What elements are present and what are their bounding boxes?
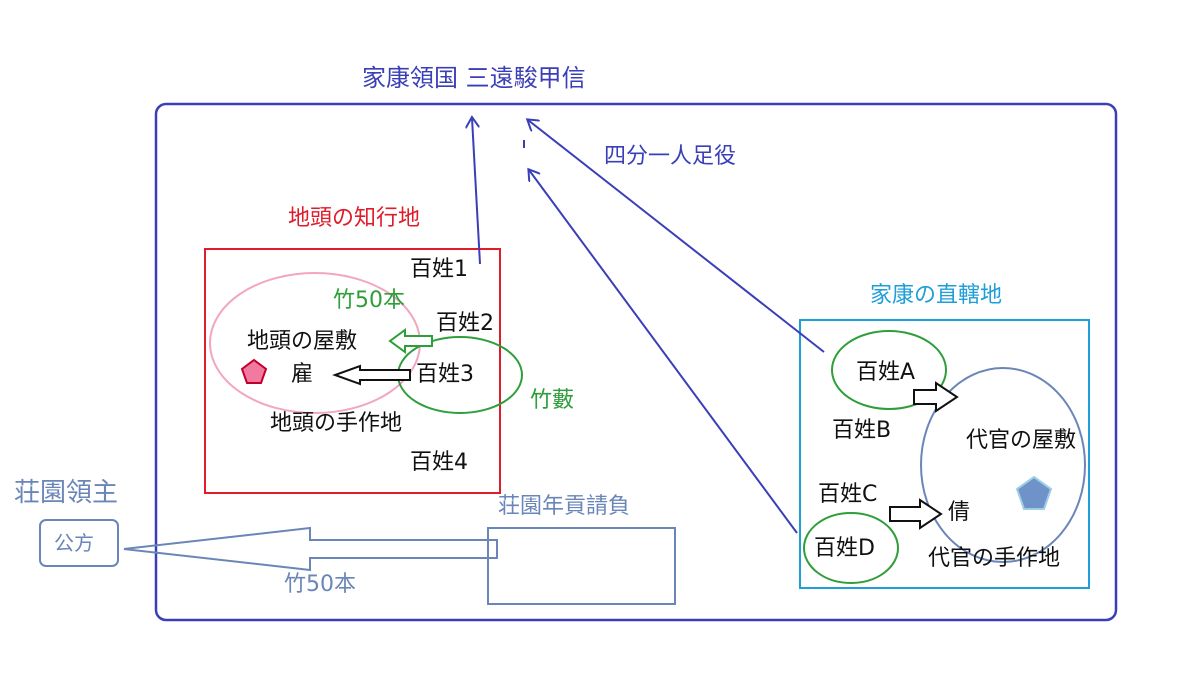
paid-labor-label: 倩 — [948, 500, 971, 525]
shoen-lord-label: 荘園領主 — [14, 478, 119, 508]
ieyasu-domain-title: 家康領国 三遠駿甲信 — [362, 64, 586, 92]
black-hire-arrow — [332, 364, 411, 386]
farmerC-to-paid-labor-arrow — [889, 498, 943, 530]
jito-fief-title: 地頭の知行地 — [288, 206, 421, 231]
tribute-hollow-arrow — [123, 526, 498, 572]
daikan-mansion-ellipse — [920, 367, 1086, 563]
farmer-a-label: 百姓A — [856, 360, 916, 385]
farmer-d-label: 百姓D — [814, 536, 875, 561]
jito-mansion-pentagon-icon — [240, 358, 268, 384]
kugata-label: 公方 — [54, 531, 94, 555]
arrow-farmerA-to-domain — [528, 120, 825, 353]
farmer-b-label: 百姓B — [832, 418, 892, 443]
green-hollow-arrow — [388, 328, 433, 354]
arrow-farmerD-to-domain — [529, 170, 798, 534]
daikan-mansion-label: 代官の屋敷 — [966, 428, 1077, 453]
jito-demesne-label: 地頭の手作地 — [270, 411, 403, 436]
shoen-contract-label: 荘園年貢請負 — [498, 494, 631, 519]
farmer-d-circle — [803, 512, 899, 584]
bamboo-grove-label: 竹藪 — [530, 388, 575, 413]
farmer-1-label: 百姓1 — [410, 257, 468, 282]
shoen-contract-box — [487, 527, 676, 605]
kugata-box — [39, 519, 119, 567]
bamboo-50-green-label: 竹50本 — [333, 288, 405, 313]
farmer-a-circle — [831, 330, 947, 410]
direct-territory-box — [799, 319, 1090, 589]
daikan-mansion-pentagon-icon — [1015, 475, 1053, 510]
jito-fief-box — [204, 248, 501, 494]
farmer-4-label: 百姓4 — [410, 450, 468, 475]
bamboo-50-steel-label: 竹50本 — [284, 572, 356, 597]
farmer-3-label: 百姓3 — [416, 362, 474, 387]
farmer-2-label: 百姓2 — [436, 311, 494, 336]
ieyasu-direct-title: 家康の直轄地 — [870, 283, 1003, 308]
ieyasu-domain-box — [154, 102, 1118, 622]
quarter-levy-label: 四分一人足役 — [604, 144, 737, 169]
jito-mansion-label: 地頭の屋敷 — [247, 329, 358, 354]
daikan-demesne-label: 代官の手作地 — [928, 546, 1061, 571]
hired-label: 雇 — [291, 362, 314, 387]
arrow-farmer1-to-domain — [472, 118, 481, 265]
farmer-c-label: 百姓C — [818, 482, 878, 507]
farmerA-to-daikan-arrow — [913, 381, 959, 413]
